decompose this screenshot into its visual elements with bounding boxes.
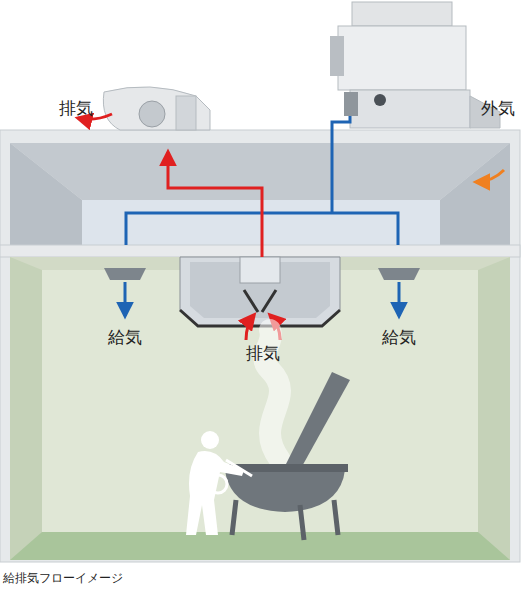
plenum-side (10, 143, 82, 245)
flow-label: 排気 (246, 343, 280, 363)
kettle-bowl (225, 470, 345, 512)
ceiling-slab (0, 245, 520, 257)
room-floor (10, 532, 510, 560)
ahu-base (350, 90, 470, 128)
supply-arrow (124, 282, 127, 316)
hood-rim (180, 310, 340, 326)
fan-motor (176, 96, 196, 130)
ahu-panel (344, 92, 358, 116)
fan-wheel (139, 101, 165, 127)
room-side-walls (10, 257, 510, 560)
plenum-top (10, 143, 510, 200)
ahu-side (330, 36, 344, 76)
exhaust-duct (168, 152, 262, 257)
kettle-legs (232, 500, 338, 540)
outside-air-arrow (476, 170, 504, 182)
ahu-body (338, 26, 466, 90)
exhaust-hood (180, 257, 340, 326)
flow-label: 給気 (108, 327, 142, 347)
ahu-fan (374, 94, 386, 106)
supply-diffuser (104, 268, 146, 280)
person-head (201, 431, 219, 449)
exhaust-fan (103, 87, 210, 130)
hood-duct (240, 257, 280, 283)
ahu-top (352, 2, 452, 26)
supply-diffuser (378, 268, 420, 280)
hood-filter (244, 290, 276, 312)
kettle-lid (286, 372, 350, 470)
caption: 給排気フローイメージ (3, 571, 123, 585)
flow-label: 外気 (481, 98, 515, 118)
flow-label: 排気 (59, 98, 93, 118)
supply-arrow (398, 282, 401, 316)
plenum-side (440, 143, 510, 245)
exhaust-arrow (246, 315, 254, 340)
flow-label: 給気 (382, 327, 416, 347)
person-body (186, 451, 244, 535)
person-paddle (226, 460, 252, 476)
building-frame (0, 130, 520, 562)
